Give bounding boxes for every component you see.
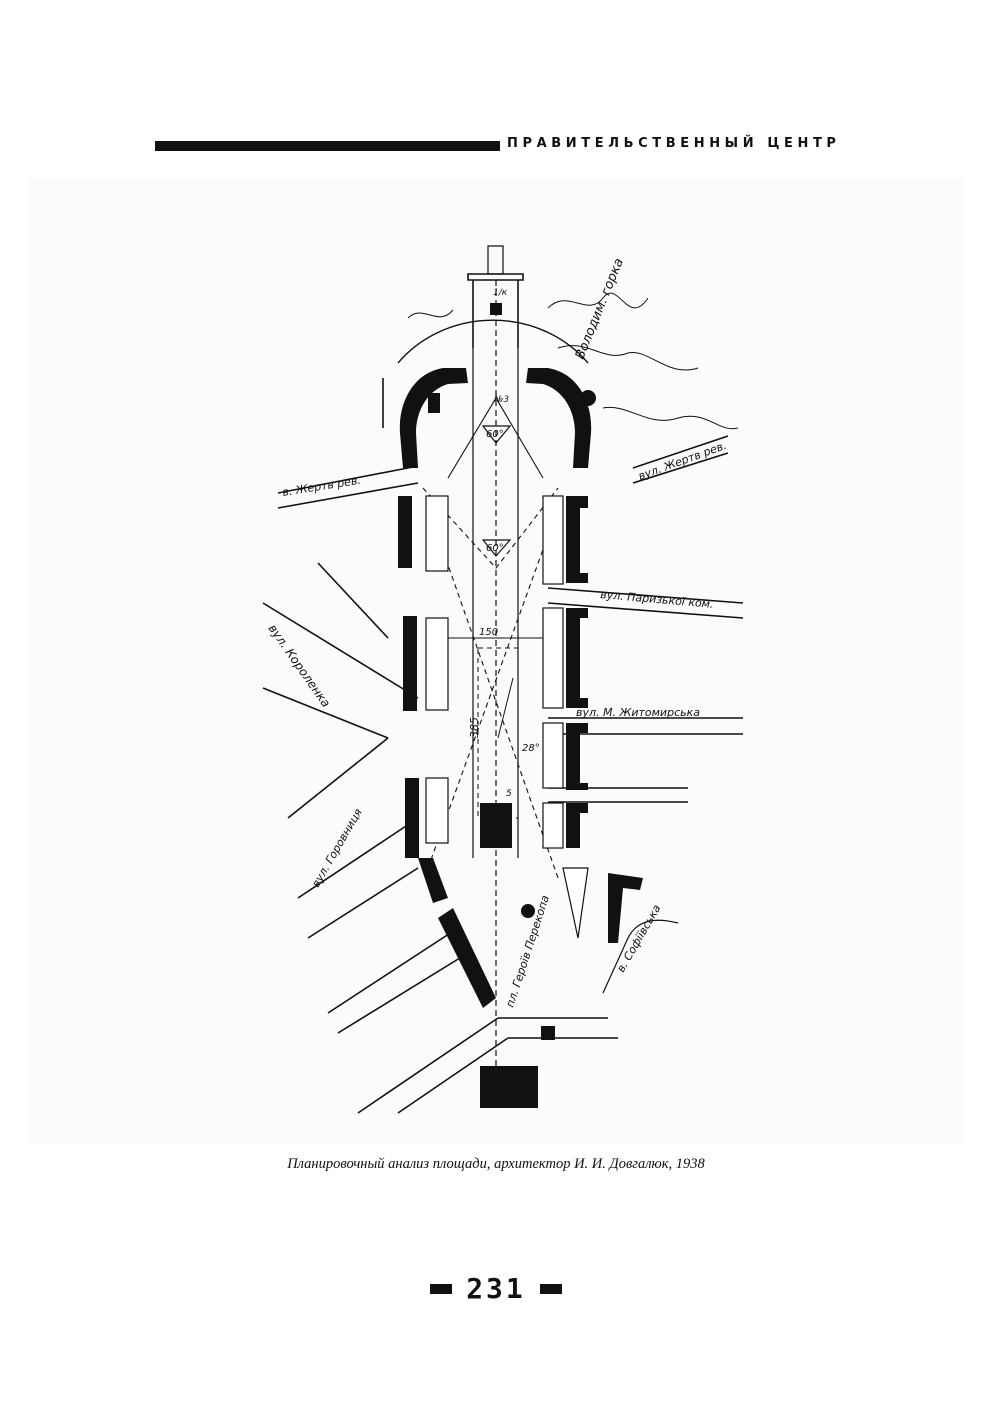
header-rule [155, 141, 500, 151]
label-gorovnytsya: вул. Горовниця [309, 806, 365, 889]
page-footer: 231 [0, 1272, 992, 1305]
page-number: 231 [466, 1272, 526, 1305]
figure-caption: Планировочный анализ площади, архитектор… [287, 1156, 705, 1172]
label-mark-5: 5 [506, 789, 512, 799]
label-sofiivska: в. Софіївська [614, 902, 663, 974]
label-mark-top: 1/к [493, 288, 508, 298]
label-volodym-gorka: Володим. горка [573, 256, 627, 361]
label-angle-mid: 60° [486, 543, 504, 554]
label-mark-n3: №3 [493, 395, 509, 405]
label-angle-top: 60° [486, 429, 504, 440]
page-number-right-square [539, 1283, 562, 1294]
page-number-left-square [430, 1283, 453, 1294]
label-korolenka: вул. Короленка [266, 622, 334, 710]
site-plan-drawing: Володим. горка в. Жертв рев. вул. Жертв … [262, 245, 744, 1114]
running-header: ПРАВИТЕЛЬСТВЕННЫЙ ЦЕНТР [507, 136, 841, 151]
label-zhytomyrska: вул. М. Житомирська [576, 706, 700, 719]
plan-figure: Володим. горка в. Жертв рев. вул. Жертв … [28, 178, 964, 1144]
label-zhertv-rev-right: вул. Жертв рев. [637, 439, 729, 483]
label-angle-low: 28° [522, 743, 540, 754]
label-dim-385: 385 [468, 717, 481, 738]
label-parizhskoi-kom: вул. Паризької ком. [600, 588, 714, 611]
label-dim-150: 150 [479, 627, 498, 638]
